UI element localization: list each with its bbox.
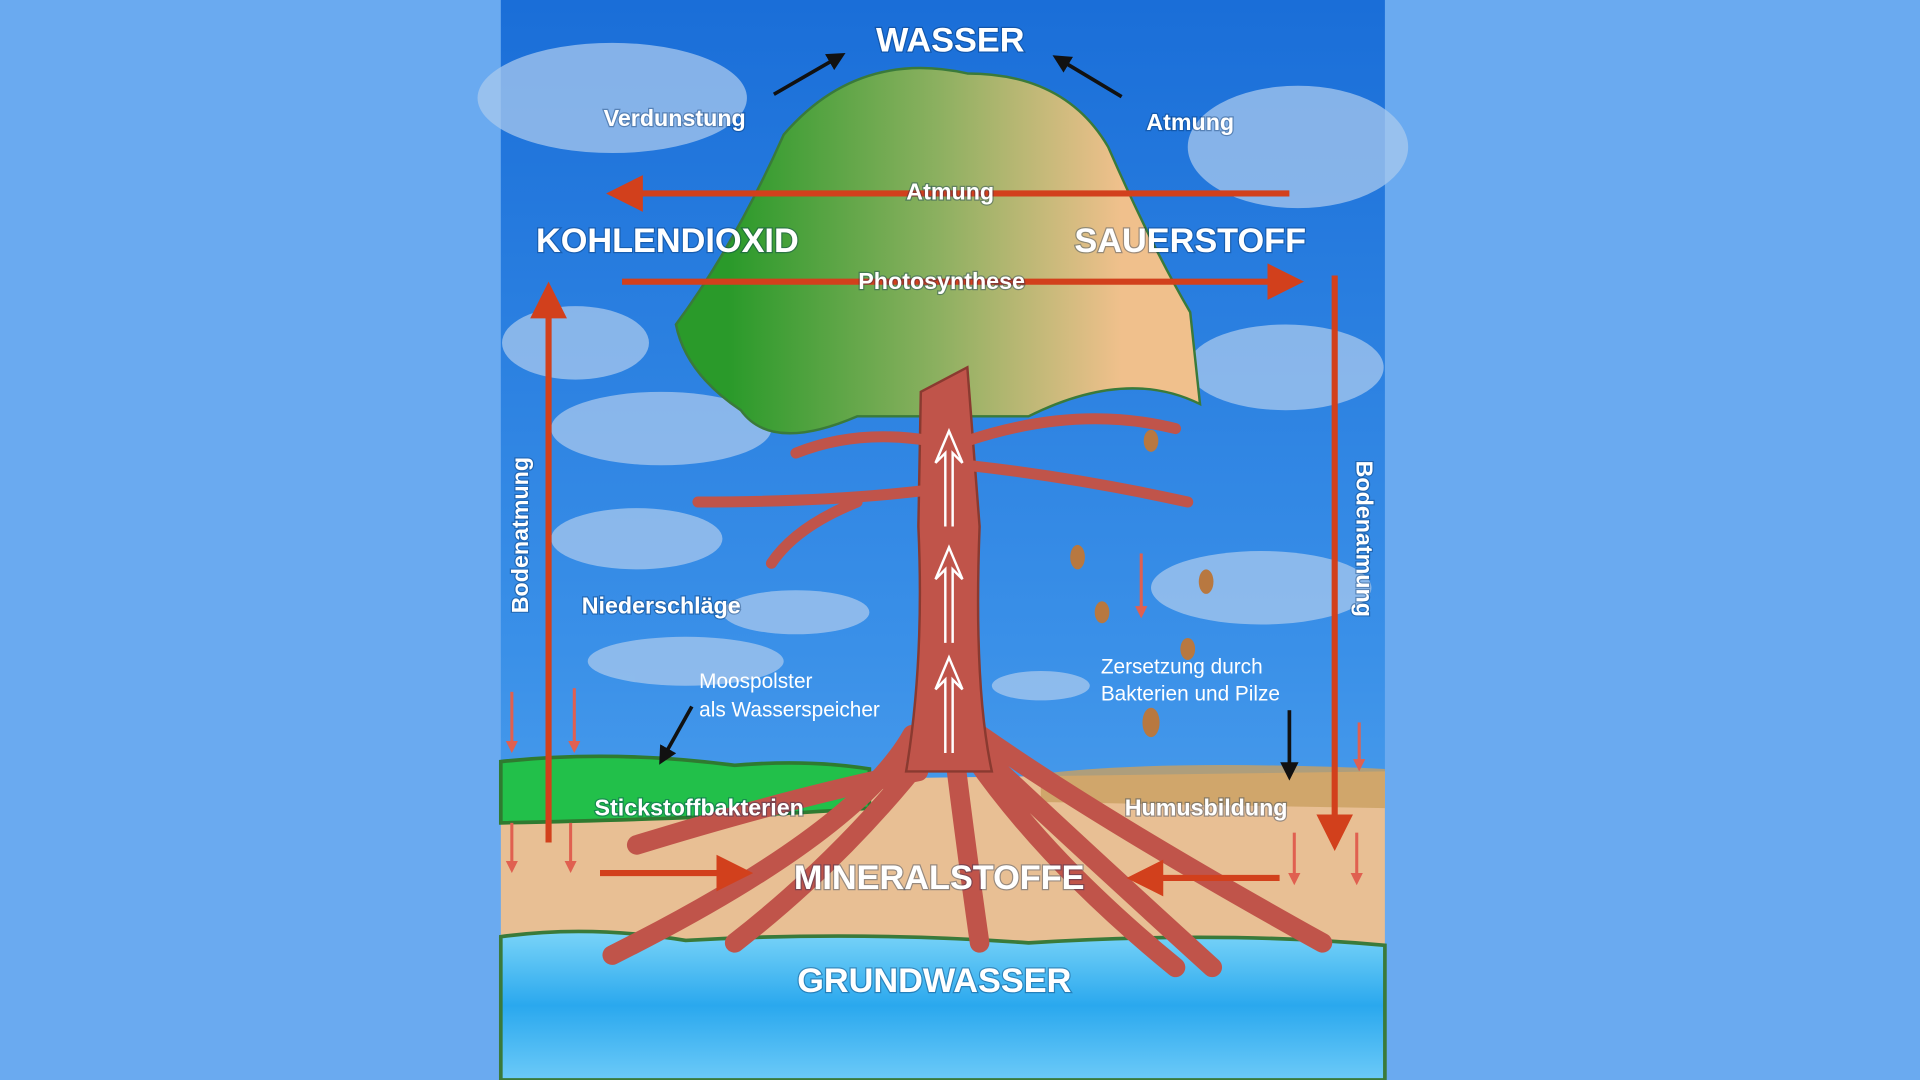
label-precipitation: Niederschläge — [582, 592, 741, 618]
label-humus: Humusbildung — [1125, 795, 1288, 821]
tree-crown — [674, 66, 1202, 435]
label-moss-line1: Moospolster — [699, 670, 812, 693]
label-respiration-top: Atmung — [1146, 109, 1234, 135]
humus-layer — [1040, 765, 1385, 809]
label-respiration-mid: Atmung — [906, 179, 994, 205]
label-moss-line2: als Wasserspeicher — [699, 698, 880, 721]
label-water: WASSER — [876, 21, 1025, 59]
label-nitrogen-bacteria: Stickstoffbakterien — [595, 795, 804, 821]
label-photosynthesis: Photosynthese — [858, 268, 1025, 294]
label-minerals: MINERALSTOFFE — [794, 859, 1085, 897]
flow-arrows — [530, 175, 1354, 897]
precipitation-arrows — [505, 553, 1366, 886]
sap-flow-arrows — [934, 427, 964, 754]
label-decomposition-line1: Zersetzung durch — [1101, 655, 1263, 678]
label-decomposition-line2: Bakterien und Pilze — [1101, 682, 1280, 705]
label-co2: KOHLENDIOXID — [536, 222, 799, 260]
diagram-panel: WASSER Verdunstung Atmung Atmung KOHLEND… — [477, 0, 1409, 1080]
tree-roots — [602, 724, 1333, 978]
label-soil-respiration-left: Bodenatmung — [507, 457, 533, 613]
label-soil-respiration-right: Bodenatmung — [1352, 461, 1378, 617]
label-evaporation: Verdunstung — [604, 105, 746, 131]
falling-leaves — [1070, 429, 1214, 738]
label-oxygen: SAUERSTOFF — [1074, 222, 1306, 260]
tree — [602, 66, 1333, 978]
annotation-arrows — [659, 52, 1299, 781]
tree-branches — [692, 413, 1194, 569]
label-groundwater: GRUNDWASSER — [797, 962, 1071, 1000]
